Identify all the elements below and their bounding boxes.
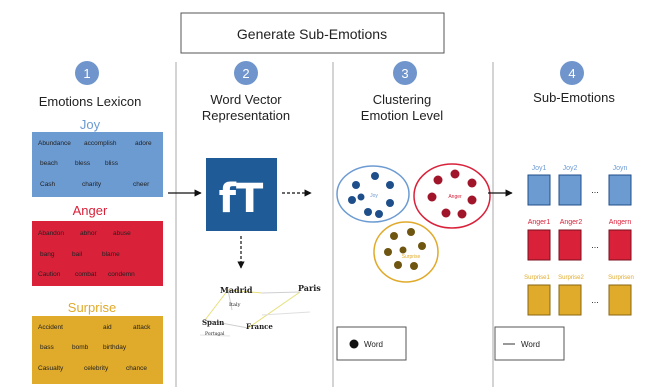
step-4-title: Sub-Emotions bbox=[533, 90, 615, 105]
lexicon-anger-box bbox=[32, 221, 163, 286]
sub-legend-label: Word bbox=[521, 340, 540, 349]
lexicon-surprise-word: Casualty bbox=[38, 365, 64, 372]
lexicon-joy-word: charity bbox=[82, 181, 102, 188]
cluster-joy-label: Joy bbox=[370, 193, 378, 199]
step-2-title-line1: Word Vector bbox=[210, 92, 282, 107]
step-2-badge: 2 bbox=[234, 61, 258, 85]
step-4-badge: 4 bbox=[560, 61, 584, 85]
word-spain: Spain bbox=[202, 318, 224, 327]
lexicon-surprise-word: attack bbox=[133, 324, 151, 331]
lexicon-anger-word: abhor bbox=[80, 230, 97, 237]
lexicon-anger-word: abuse bbox=[113, 230, 131, 237]
sub-anger-label-n: Angern bbox=[609, 219, 632, 226]
lexicon-joy-word: cheer bbox=[133, 181, 150, 188]
lexicon-joy-word: bliss bbox=[105, 160, 119, 167]
word-paris: Paris bbox=[298, 283, 321, 293]
cluster-surprise-label: Surprise bbox=[402, 254, 421, 260]
cluster-legend-label: Word bbox=[364, 340, 383, 349]
cluster-anger: Anger bbox=[413, 163, 491, 229]
word-portugal: Portugal bbox=[205, 331, 225, 337]
step-2-title-line2: Representation bbox=[202, 108, 290, 123]
sub-surprise-label-1: Surprise1 bbox=[524, 275, 550, 281]
sub-surprise-ellipsis: ... bbox=[591, 295, 599, 305]
lexicon-joy-word: beach bbox=[40, 160, 58, 167]
word-italy: Italy bbox=[229, 302, 241, 308]
cluster-joy: Joy bbox=[336, 165, 410, 223]
lexicon-anger-word: bang bbox=[40, 251, 55, 258]
lexicon-surprise-label: Surprise bbox=[68, 300, 116, 315]
embedding-space: Madrid Paris Italy Spain France Portugal bbox=[199, 283, 321, 337]
sub-joy-label-1: Joy1 bbox=[532, 165, 547, 172]
lexicon-surprise-box bbox=[32, 316, 163, 384]
lexicon-surprise-word: aid bbox=[103, 324, 112, 331]
lexicon-joy-words: Abundance accomplish adore beach bless b… bbox=[38, 140, 152, 188]
sub-surprise-label-n: Surprisen bbox=[608, 275, 634, 281]
lexicon-surprise-words: Accident aid attack bass bomb birthday C… bbox=[38, 324, 151, 372]
step-2-number: 2 bbox=[242, 66, 249, 81]
step-1-badge: 1 bbox=[75, 61, 99, 85]
cluster-anger-label: Anger bbox=[448, 194, 462, 200]
lexicon-joy-word: accomplish bbox=[84, 140, 117, 147]
cluster-legend-box bbox=[336, 326, 407, 361]
lexicon-anger-words: Abandon abhor abuse bang bail blame Caut… bbox=[38, 230, 135, 278]
lexicon-joy-box bbox=[32, 132, 163, 197]
fasttext-logo bbox=[206, 158, 277, 231]
fasttext-logo-text: fT bbox=[219, 176, 264, 222]
lexicon-anger-word: Abandon bbox=[38, 230, 64, 237]
lexicon-surprise-word: bass bbox=[40, 344, 54, 351]
lexicon-joy-label: Joy bbox=[80, 117, 101, 132]
step-4-number: 4 bbox=[568, 66, 575, 81]
sub-anger-label-2: Anger2 bbox=[560, 219, 583, 226]
lexicon-anger-word: bail bbox=[72, 251, 83, 258]
sub-surprise-label-2: Surprise2 bbox=[558, 275, 584, 281]
lexicon-joy-word: bless bbox=[75, 160, 91, 167]
lexicon-anger-word: blame bbox=[102, 251, 120, 258]
lexicon-joy-word: Abundance bbox=[38, 140, 71, 147]
sub-joy-ellipsis: ... bbox=[591, 185, 599, 195]
header-title: Generate Sub-Emotions bbox=[237, 26, 387, 42]
sub-anger-label-1: Anger1 bbox=[528, 219, 551, 226]
step-3-title-line1: Clustering bbox=[373, 92, 432, 107]
header-box bbox=[180, 12, 445, 54]
step-3-title-line2: Emotion Level bbox=[361, 108, 443, 123]
lexicon-surprise-word: bomb bbox=[72, 344, 89, 351]
word-france: France bbox=[246, 322, 273, 331]
cluster-legend-dot bbox=[349, 339, 359, 349]
step-1-number: 1 bbox=[83, 66, 90, 81]
lexicon-surprise-word: Accident bbox=[38, 324, 63, 331]
lexicon-anger-word: combat bbox=[75, 271, 97, 278]
lexicon-surprise-word: celebrity bbox=[84, 365, 109, 372]
sub-anger-row: Anger1 Anger2 Angern ... bbox=[527, 219, 632, 261]
sub-surprise-row: Surprise1 Surprise2 Surprisen ... bbox=[524, 275, 634, 316]
step-3-badge: 3 bbox=[393, 61, 417, 85]
cluster-surprise: Surprise bbox=[373, 221, 439, 283]
step-1-title: Emotions Lexicon bbox=[39, 94, 142, 109]
lexicon-surprise-word: birthday bbox=[103, 344, 127, 351]
lexicon-joy-word: Cash bbox=[40, 181, 56, 188]
lexicon-surprise-word: chance bbox=[126, 365, 147, 372]
sub-joy-row: Joy1 Joy2 Joyn ... bbox=[527, 165, 632, 206]
step-3-number: 3 bbox=[401, 66, 408, 81]
word-madrid: Madrid bbox=[220, 285, 253, 295]
lexicon-anger-word: Caution bbox=[38, 271, 61, 278]
sub-joy-label-2: Joy2 bbox=[563, 165, 578, 172]
sub-joy-label-n: Joyn bbox=[613, 165, 628, 172]
lexicon-anger-word: condemn bbox=[108, 271, 135, 278]
sub-anger-ellipsis: ... bbox=[591, 240, 599, 250]
lexicon-anger-label: Anger bbox=[73, 203, 108, 218]
lexicon-joy-word: adore bbox=[135, 140, 152, 147]
